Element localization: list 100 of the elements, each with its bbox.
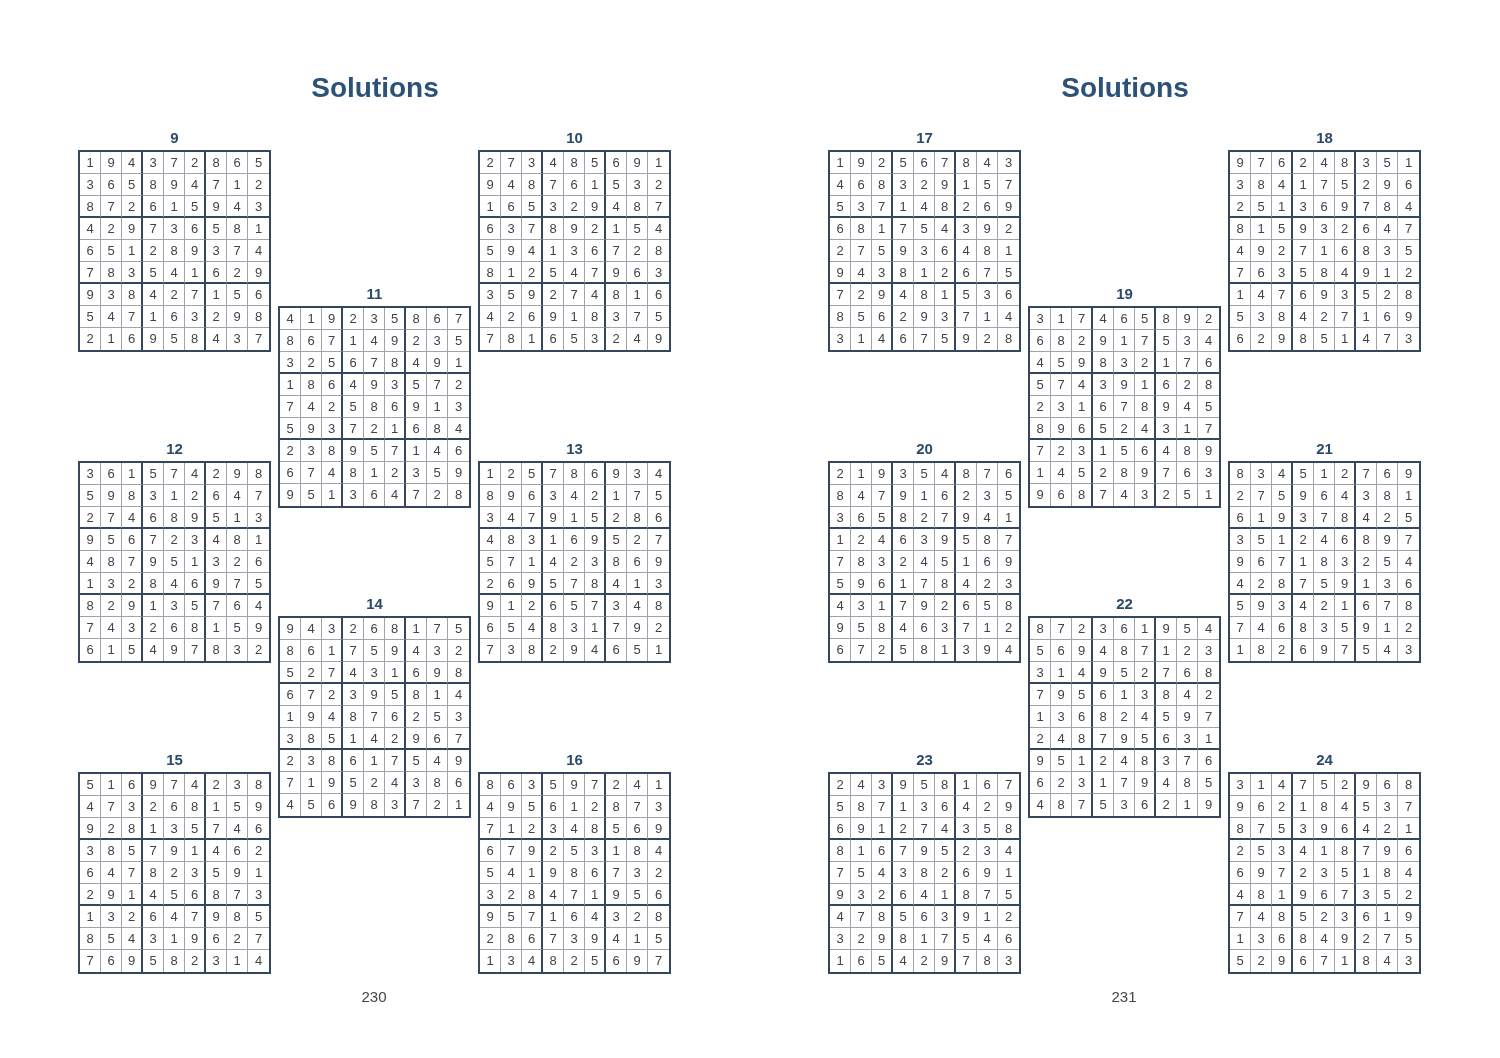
grid-cell: 8: [893, 262, 914, 284]
grid-cell: 5: [185, 196, 206, 218]
grid-cell: 8: [122, 818, 143, 840]
grid-cell: 1: [956, 774, 977, 796]
grid-cell: 4: [427, 440, 448, 462]
grid-cell-text: 4: [253, 952, 264, 970]
puzzle-number: 22: [1115, 595, 1134, 613]
grid-cell: 4: [585, 284, 606, 306]
grid-cell: 2: [1314, 906, 1335, 928]
grid-cell: 3: [227, 639, 248, 661]
grid-cell: 6: [322, 794, 343, 816]
grid-cell: 6: [564, 174, 585, 196]
grid-cell: 4: [522, 240, 543, 262]
grid-cell: 7: [977, 463, 998, 485]
grid-cell: 1: [343, 728, 364, 750]
grid-cell: 9: [322, 308, 343, 330]
grid-cell: 7: [1314, 174, 1335, 196]
grid-cell: 2: [1135, 352, 1156, 374]
grid-cell: 8: [1377, 196, 1398, 218]
grid-cell: 1: [501, 262, 522, 284]
grid-cell: 6: [585, 240, 606, 262]
grid-cell: 7: [956, 617, 977, 639]
grid-cell: 9: [1335, 196, 1356, 218]
grid-cell: 9: [935, 950, 956, 972]
grid-cell: 7: [480, 818, 501, 840]
grid-cell: 5: [1251, 529, 1272, 551]
grid-cell: 1: [206, 284, 227, 306]
grid-cell: 8: [872, 617, 893, 639]
grid-cell: 1: [1051, 308, 1072, 330]
grid-cell: 7: [543, 928, 564, 950]
grid-cell: 4: [977, 507, 998, 529]
grid-cell: 3: [248, 507, 269, 529]
grid-cell: 5: [585, 950, 606, 972]
grid-cell: 2: [543, 840, 564, 862]
grid-cell: 3: [480, 507, 501, 529]
grid-cell: 3: [1272, 840, 1293, 862]
grid-cell: 2: [977, 328, 998, 350]
grid-cell: 8: [1293, 328, 1314, 350]
grid-cell: 6: [164, 306, 185, 328]
grid-cell: 3: [1135, 684, 1156, 706]
grid-cell: 7: [893, 595, 914, 617]
grid-cell: 2: [1272, 240, 1293, 262]
grid-cell: 1: [1335, 950, 1356, 972]
grid-cell: 4: [1272, 463, 1293, 485]
grid-cell: 3: [364, 308, 385, 330]
grid-cell: 7: [164, 152, 185, 174]
grid-cell: 3: [248, 884, 269, 906]
grid-cell: 4: [1272, 174, 1293, 196]
grid-cell: 1: [1230, 928, 1251, 950]
grid-cell: 2: [1230, 196, 1251, 218]
grid-cell: 3: [1156, 418, 1177, 440]
grid-cell: 5: [227, 796, 248, 818]
grid-cell: 3: [522, 152, 543, 174]
grid-cell: 4: [893, 617, 914, 639]
grid-cell: 6: [830, 639, 851, 661]
grid-cell: 2: [648, 862, 669, 884]
grid-cell: 5: [1135, 308, 1156, 330]
grid-cell: 3: [627, 463, 648, 485]
grid-cell: 3: [206, 551, 227, 573]
grid-cell: 3: [164, 818, 185, 840]
grid-cell: 1: [322, 484, 343, 506]
grid-cell: 6: [956, 262, 977, 284]
grid-cell: 4: [301, 396, 322, 418]
grid-cell: 8: [248, 463, 269, 485]
grid-cell: 6: [998, 463, 1019, 485]
grid-cell: 1: [280, 706, 301, 728]
grid-cell: 9: [1398, 306, 1419, 328]
grid-cell: 2: [122, 196, 143, 218]
grid-cell: 8: [893, 507, 914, 529]
grid-cell: 8: [80, 595, 101, 617]
grid-cell: 7: [1377, 328, 1398, 350]
grid-cell: 4: [977, 152, 998, 174]
grid-cell: 7: [248, 485, 269, 507]
grid-cell: 4: [185, 463, 206, 485]
grid-cell: 7: [585, 595, 606, 617]
grid-cell: 4: [501, 174, 522, 196]
grid-cell: 2: [343, 618, 364, 640]
grid-cell: 7: [998, 774, 1019, 796]
grid-cell: 2: [851, 529, 872, 551]
grid-cell: 1: [606, 840, 627, 862]
grid-cell: 7: [648, 529, 669, 551]
grid-cell: 3: [480, 284, 501, 306]
grid-cell: 3: [280, 352, 301, 374]
grid-cell: 7: [1230, 617, 1251, 639]
grid-cell: 8: [648, 906, 669, 928]
grid-cell: 1: [977, 906, 998, 928]
grid-cell: 3: [585, 551, 606, 573]
grid-cell: 6: [1230, 507, 1251, 529]
grid-cell: 4: [543, 551, 564, 573]
grid-cell: 6: [627, 551, 648, 573]
grid-cell: 2: [427, 794, 448, 816]
grid-cell: 3: [998, 152, 1019, 174]
grid-cell: 6: [1072, 706, 1093, 728]
grid-cell: 8: [1335, 507, 1356, 529]
grid-cell: 2: [248, 174, 269, 196]
grid-cell: 2: [501, 463, 522, 485]
grid-cell: 5: [956, 928, 977, 950]
grid-cell: 9: [1051, 418, 1072, 440]
grid-cell: 8: [322, 750, 343, 772]
grid-cell: 5: [206, 862, 227, 884]
